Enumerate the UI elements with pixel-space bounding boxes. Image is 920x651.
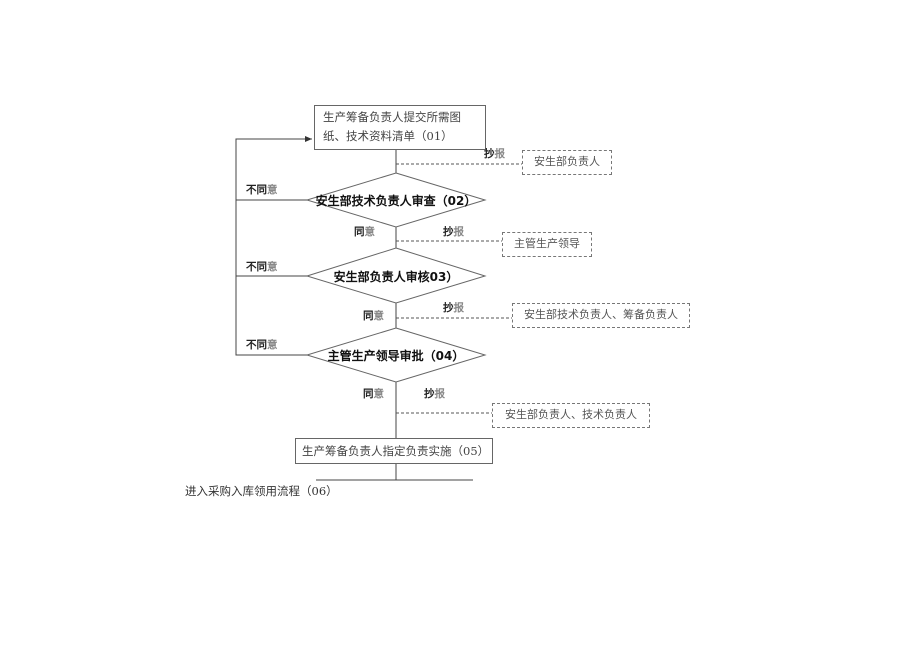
decision-04-shape [305,327,487,383]
cc-box-04: 安生部负责人、技术负责人 [492,403,650,428]
start-step-line1: 生产筹备负责人提交所需图 [323,110,461,124]
decision-04-label: 主管生产领导审批（04） [327,349,465,363]
implement-step-box: 生产筹备负责人指定负责实施（05） [295,438,493,464]
decision-03-label: 安生部负责人审核03） [333,270,459,284]
disagree-label-03: 不同意 [246,261,278,273]
cc-label-04: 抄报 [424,388,445,400]
cc-label-01: 抄报 [484,148,505,160]
agree-label-03: 同意 [363,310,384,322]
cc-box-01: 安生部负责人 [522,150,612,175]
cc-box-03: 安生部技术负责人、筹备负责人 [512,303,690,328]
start-step-line2: 纸、技术资料清单（01） [323,129,453,143]
disagree-label-02: 不同意 [246,184,278,196]
decision-02-shape [305,172,487,228]
agree-label-04: 同意 [363,388,384,400]
end-step-text: 进入采购入库领用流程（06） [185,484,338,498]
cc-label-02: 抄报 [443,226,464,238]
agree-label-02: 同意 [354,226,375,238]
disagree-label-04: 不同意 [246,339,278,351]
cc-box-02: 主管生产领导 [502,232,592,257]
decision-02-label: 安生部技术负责人审查（02） [315,194,477,208]
cc-label-03: 抄报 [443,302,464,314]
decision-03-shape [305,247,487,304]
start-step-box: 生产筹备负责人提交所需图 纸、技术资料清单（01） [314,105,486,150]
